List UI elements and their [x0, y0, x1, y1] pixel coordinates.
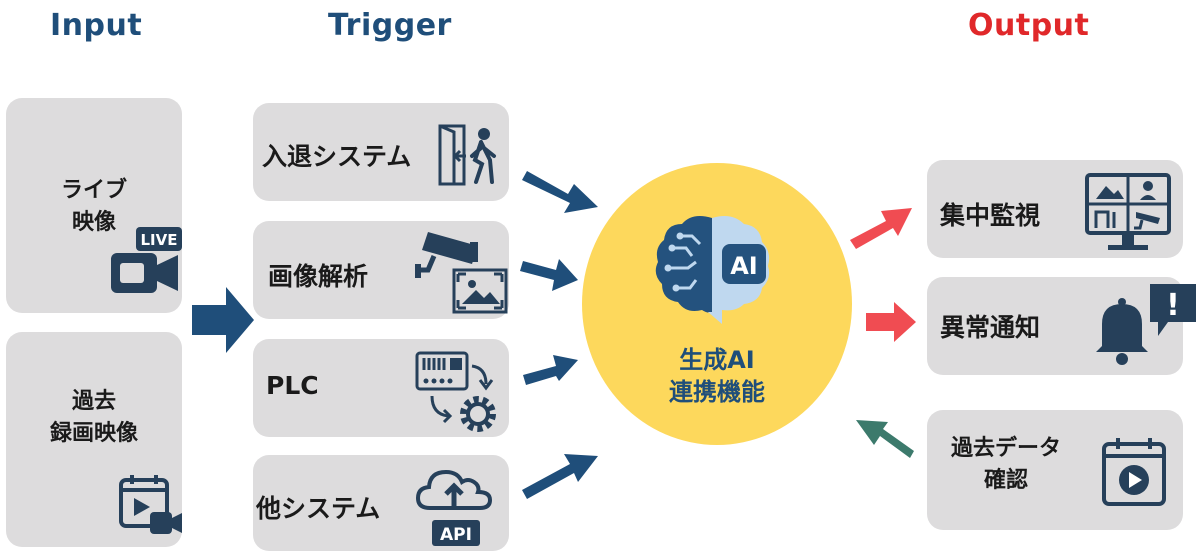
- output-label-pastdata-line2: 確認: [983, 468, 1028, 493]
- past-video-label-line1: 過去: [71, 389, 116, 414]
- past-video-label-line2: 録画映像: [49, 421, 138, 446]
- trigger-label-plc: PLC: [266, 371, 319, 400]
- output-header: Output: [968, 8, 1090, 43]
- trigger-header: Trigger: [328, 8, 452, 43]
- live-video-label-line2: 映像: [71, 210, 116, 235]
- live-camera-icon: LIVE: [111, 227, 182, 293]
- output-label-pastdata-line1: 過去データ: [950, 436, 1061, 461]
- output-label-alert: 異常通知: [940, 313, 1041, 342]
- plc-gear-icon: [415, 351, 496, 432]
- calendar-video-icon: [119, 475, 182, 534]
- past-video-box: [6, 332, 182, 547]
- past-video-label: 過去 録画映像: [6, 386, 182, 450]
- ai-badge: AI: [730, 252, 758, 280]
- monitor-grid-icon: [1085, 173, 1171, 250]
- output-label-monitoring: 集中監視: [940, 201, 1041, 230]
- ai-brain-icon: AI: [655, 216, 770, 324]
- api-badge: API: [440, 525, 472, 545]
- live-badge: LIVE: [141, 231, 178, 249]
- live-video-label-line1: ライブ: [60, 178, 127, 203]
- camera-image-icon: [415, 232, 508, 314]
- live-video-label: ライブ 映像: [6, 175, 182, 239]
- output-label-pastdata: 過去データ 確認: [932, 433, 1080, 497]
- trigger-box-entry: [253, 103, 509, 201]
- trigger-label-image: 画像解析: [268, 262, 369, 291]
- bell-alert-icon: !: [1096, 284, 1196, 365]
- center-label-line2: 連携機能: [669, 378, 765, 406]
- door-person-icon: [438, 124, 496, 186]
- cloud-api-icon: API: [415, 469, 493, 546]
- calendar-play-icon: [1102, 438, 1166, 506]
- trigger-label-other: 他システム: [256, 494, 381, 523]
- input-header: Input: [50, 8, 143, 43]
- center-label-line1: 生成AI: [679, 346, 755, 374]
- trigger-label-entry: 入退システム: [262, 142, 412, 171]
- alert-badge: !: [1166, 288, 1180, 323]
